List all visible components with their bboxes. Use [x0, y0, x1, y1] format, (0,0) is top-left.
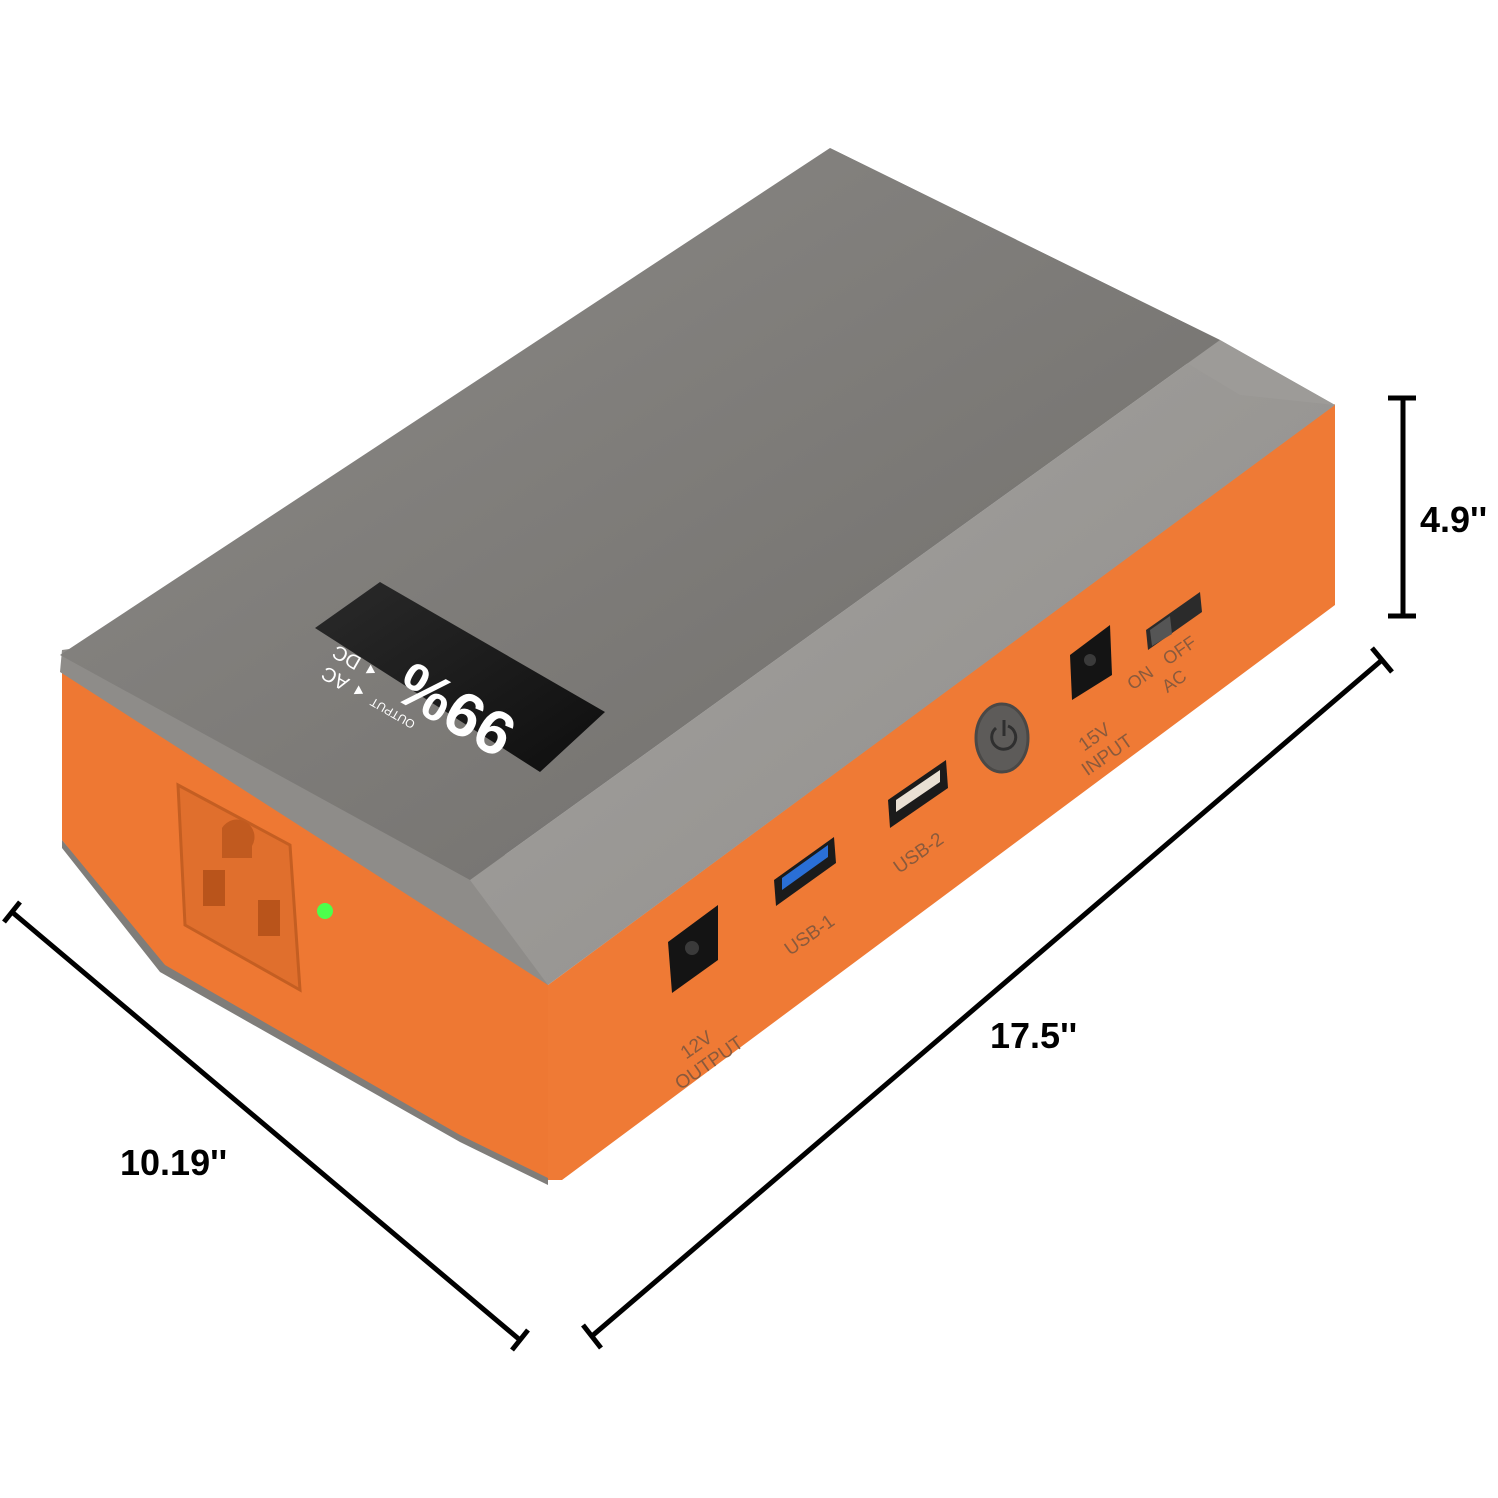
- power-station: 99% OUTPUT AC DC 12V OUTPUT: [60, 148, 1335, 1185]
- power-icon: [990, 720, 1018, 751]
- left-end-panel: [62, 650, 548, 1180]
- hot-slot-icon: [258, 900, 280, 936]
- length-label: 17.5'': [990, 1015, 1077, 1056]
- neutral-slot-icon: [203, 870, 225, 906]
- lcd-display: 99% OUTPUT AC DC: [315, 582, 605, 772]
- dc-output-port[interactable]: [668, 905, 718, 993]
- ac-switch[interactable]: [1146, 592, 1202, 650]
- width-dimension: [2, 900, 530, 1352]
- usb2-port[interactable]: [888, 760, 948, 828]
- top-surface: [60, 148, 1220, 880]
- power-button[interactable]: [974, 702, 1030, 774]
- length-dimension: [581, 646, 1394, 1350]
- dc-arrow-icon: [365, 664, 376, 674]
- usb1-port[interactable]: [774, 837, 836, 906]
- front-bevel: [470, 340, 1335, 985]
- status-led: [317, 903, 333, 919]
- width-label: 10.19'': [120, 1142, 227, 1183]
- left-end-bevel: [60, 640, 548, 985]
- ac-outlet[interactable]: [176, 782, 302, 993]
- height-label: 4.9'': [1420, 499, 1487, 540]
- ac-arrow-icon: [353, 685, 364, 695]
- ground-hole-icon: [222, 819, 255, 858]
- dc-input-port[interactable]: [1070, 625, 1112, 700]
- height-dimension: [1388, 395, 1416, 619]
